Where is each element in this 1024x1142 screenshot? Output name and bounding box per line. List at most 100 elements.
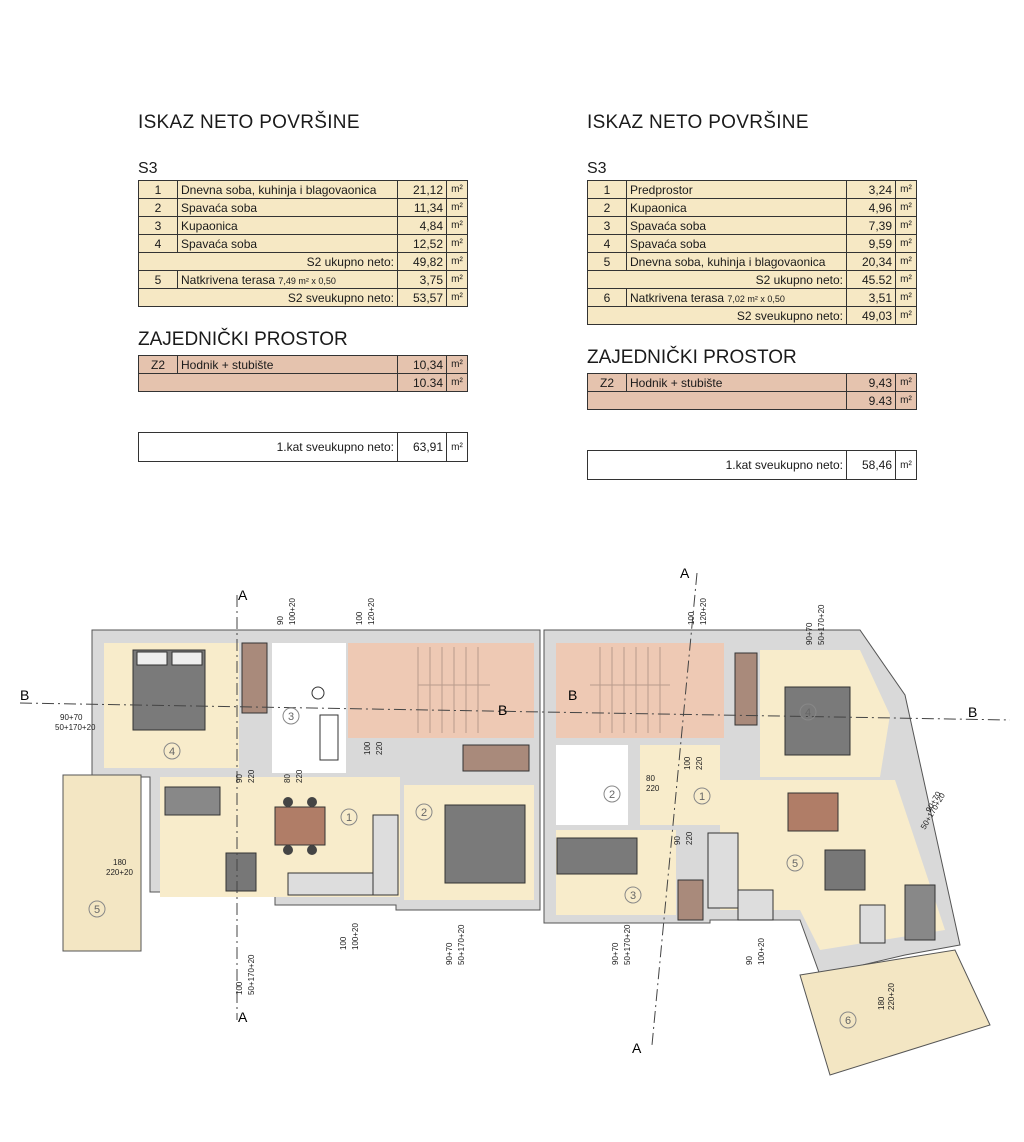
section-lines [19,572,1011,1046]
section-marker-b: B [498,702,507,718]
unit-label: S3 [138,160,158,177]
armchair-icon [824,849,866,891]
wardrobe-icon [462,744,530,772]
svg-text:180: 180 [877,996,886,1010]
svg-text:90: 90 [235,774,244,783]
svg-text:3: 3 [288,711,294,723]
svg-text:6: 6 [845,1015,851,1027]
svg-text:80: 80 [283,774,292,783]
svg-text:100: 100 [339,936,348,950]
kitchen-counter-icon [707,832,739,909]
section-marker-a: A [238,587,248,603]
svg-text:220: 220 [247,769,256,783]
svg-text:220: 220 [375,741,384,755]
svg-text:2: 2 [609,789,615,801]
svg-text:90: 90 [673,836,682,845]
svg-text:100: 100 [363,741,372,755]
svg-text:3: 3 [630,890,636,902]
svg-text:90: 90 [276,616,285,625]
svg-text:50+170+20: 50+170+20 [623,924,632,965]
room-5-terrace-left [62,774,142,952]
section-marker-a: A [632,1040,642,1056]
svg-text:180: 180 [113,858,127,867]
svg-text:4: 4 [169,746,175,758]
bed-icon [444,804,526,884]
svg-text:100+20: 100+20 [757,938,766,965]
svg-text:220: 220 [695,756,704,770]
svg-text:100: 100 [687,611,696,625]
stairwell-right [556,643,724,738]
svg-text:220: 220 [646,784,660,793]
svg-text:90: 90 [745,956,754,965]
svg-text:100+20: 100+20 [288,598,297,625]
svg-text:100: 100 [235,981,244,995]
section-marker-b: B [568,687,577,703]
kitchen-counter-icon [287,872,374,896]
svg-text:5: 5 [94,904,100,916]
svg-text:220+20: 220+20 [106,868,133,877]
stairwell-left [348,643,534,738]
coffee-table-icon [859,904,886,944]
wardrobe-icon [241,642,268,714]
svg-text:220: 220 [685,831,694,845]
floor-plan: A A A A B B B B 1 2 3 4 5 1 2 3 4 5 6 90… [19,565,1011,1076]
sofa-icon [164,786,221,816]
armchair-icon [225,852,257,892]
section-marker-b: B [20,687,29,703]
toilet-icon [311,686,325,700]
section-marker-a: A [680,565,690,581]
section-marker-b: B [968,704,977,720]
svg-text:100: 100 [355,611,364,625]
svg-text:90+70: 90+70 [60,713,83,722]
svg-text:4: 4 [805,707,811,719]
svg-text:80: 80 [646,774,655,783]
right-apartment [543,629,991,1076]
svg-text:120+20: 120+20 [367,598,376,625]
section-marker-a: A [238,1009,248,1025]
svg-text:2: 2 [421,807,427,819]
room-6-terrace-right [799,949,991,1076]
sofa-icon [904,884,936,941]
stairs-right [590,647,670,733]
svg-text:90+70: 90+70 [805,622,814,645]
svg-text:220: 220 [295,769,304,783]
left-apartment [62,629,541,952]
stairs-left [417,647,490,733]
svg-text:50+170+20: 50+170+20 [247,954,256,995]
dining-table-icon [787,792,839,832]
room-1-right [640,745,720,825]
svg-text:50+170+20: 50+170+20 [817,604,826,645]
wardrobe-icon [734,652,758,726]
bed-icon [784,686,851,756]
bathtub-icon [319,714,339,761]
bed-icon [556,837,638,875]
room-2-right [556,745,628,825]
room-labels-left: 1 2 3 4 5 [88,707,433,918]
room-labels-right: 1 2 3 4 5 6 [603,703,857,1029]
schedule-title: ISKAZ NETO POVRŠINE [138,112,360,133]
svg-text:1: 1 [346,812,352,824]
svg-text:120+20: 120+20 [699,598,708,625]
svg-text:100: 100 [683,756,692,770]
svg-text:1: 1 [699,791,705,803]
svg-text:50+170+20: 50+170+20 [55,723,96,732]
